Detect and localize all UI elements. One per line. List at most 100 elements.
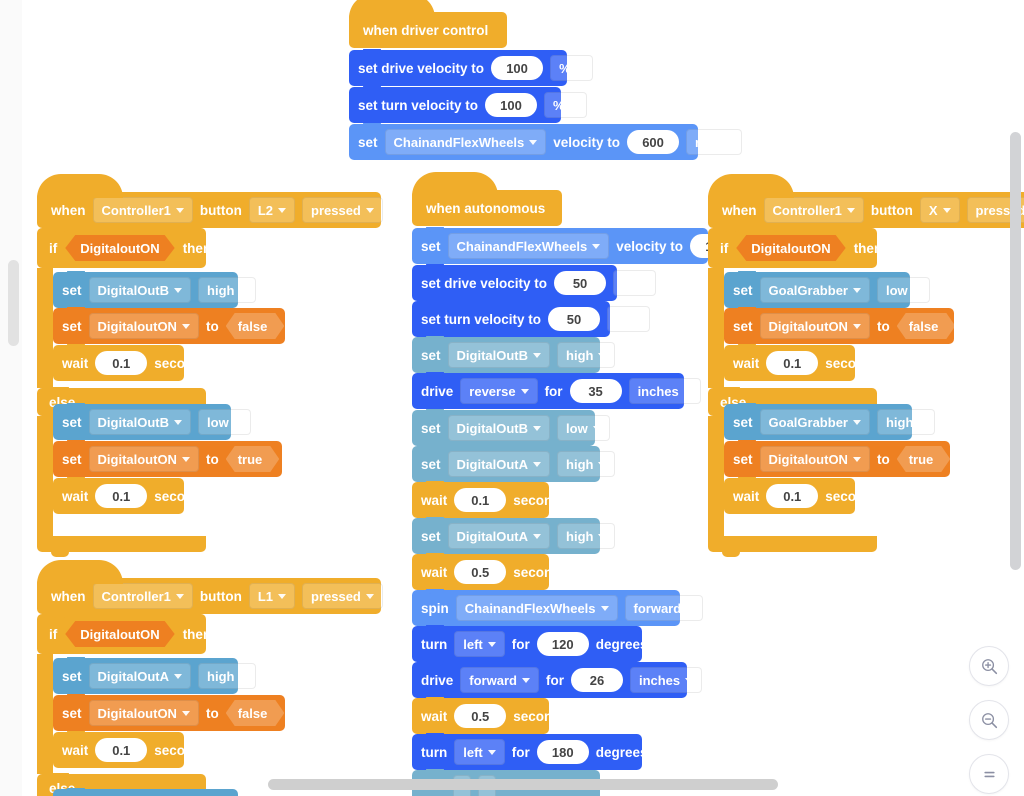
play-arrow-icon[interactable] <box>656 635 670 653</box>
value-input[interactable]: 100 <box>491 56 544 80</box>
block-set-goalgrabber-low[interactable]: set GoalGrabber low <box>724 271 930 308</box>
block-set-digitaloutb-low[interactable]: set DigitalOutB low <box>53 403 251 440</box>
boolean-dropdown[interactable]: true <box>226 446 280 472</box>
block-wait-seconds[interactable]: wait 0.5 seconds <box>412 697 568 734</box>
variable-dropdown[interactable]: DigitaloutON <box>88 313 199 339</box>
value-input[interactable]: 0.1 <box>766 484 819 508</box>
device-dropdown[interactable]: ChainandFlexWheels <box>455 595 618 621</box>
block-if-else-l2[interactable]: if DigitaloutON then else <box>37 227 211 557</box>
unit-dropdown[interactable]: % <box>550 55 593 81</box>
hat-when-driver-control[interactable]: when driver control <box>349 0 507 48</box>
block-set-variable-false[interactable]: set DigitaloutON to false <box>53 307 285 344</box>
value-input[interactable]: 0.5 <box>454 704 507 728</box>
variable-dropdown[interactable]: DigitaloutON <box>88 446 199 472</box>
direction-dropdown[interactable]: left <box>454 739 505 765</box>
value-input[interactable]: 180 <box>536 740 589 764</box>
block-set-turn-velocity[interactable]: set turn velocity to 50 % <box>412 300 650 337</box>
block-wait-seconds[interactable]: wait 0.5 seconds <box>412 553 568 590</box>
zoom-in-button[interactable] <box>969 646 1009 686</box>
value-input[interactable]: 600 <box>627 130 680 154</box>
device-dropdown[interactable]: ChainandFlexWheels <box>384 129 547 155</box>
value-input[interactable]: 50 <box>554 271 607 295</box>
boolean-dropdown[interactable]: false <box>226 700 285 726</box>
value-input[interactable]: 35 <box>569 379 622 403</box>
level-dropdown[interactable]: high <box>198 663 257 689</box>
block-wait-seconds[interactable]: wait 0.1 seconds <box>724 344 880 381</box>
block-if-else-l1[interactable]: if DigitaloutON then else <box>37 613 211 796</box>
value-input[interactable]: 0.1 <box>454 488 507 512</box>
block-set-digitaloutb-high[interactable]: set DigitalOutB high <box>53 271 257 308</box>
if-header[interactable]: if DigitaloutON then <box>708 227 882 268</box>
direction-dropdown[interactable]: left <box>454 631 505 657</box>
level-dropdown[interactable]: low <box>876 277 930 303</box>
port-dropdown[interactable]: GoalGrabber <box>759 277 870 303</box>
hat-when-controller-l2[interactable]: when Controller1 button L2 pressed <box>37 174 383 228</box>
unit-dropdown[interactable]: rpm <box>686 129 742 155</box>
if-header[interactable]: if DigitaloutON then <box>37 613 211 654</box>
condition-variable[interactable]: DigitaloutON <box>65 235 174 261</box>
direction-dropdown[interactable]: forward <box>460 667 539 693</box>
level-dropdown[interactable]: high <box>557 451 616 477</box>
block-set-motor-velocity[interactable]: set ChainandFlexWheels velocity to 600 r… <box>349 123 742 160</box>
block-drive-reverse[interactable]: drive reverse for 35 inches <box>412 372 723 409</box>
value-input[interactable]: 0.1 <box>766 351 819 375</box>
port-dropdown[interactable]: DigitalOutB <box>447 342 551 368</box>
controller-dropdown[interactable]: Controller1 <box>92 583 193 609</box>
value-input[interactable]: 26 <box>570 668 623 692</box>
port-dropdown[interactable]: DigitalOutB <box>447 415 551 441</box>
direction-dropdown[interactable]: reverse <box>460 378 538 404</box>
play-arrow-icon[interactable] <box>711 671 725 689</box>
block-set-digitalouta-high[interactable]: set DigitalOutA high <box>53 657 257 694</box>
block-spin-motor[interactable]: spin ChainandFlexWheels forward <box>412 589 704 626</box>
device-dropdown[interactable]: ChainandFlexWheels <box>447 233 610 259</box>
hat-when-controller-x[interactable]: when Controller1 button X pressed <box>708 174 1024 228</box>
level-dropdown[interactable]: high <box>876 409 936 435</box>
block-if-else-x[interactable]: if DigitaloutON then else <box>708 227 882 557</box>
variable-dropdown[interactable]: DigitaloutON <box>759 313 870 339</box>
block-set-digitaloutb-low[interactable]: set DigitalOutB low <box>412 409 610 446</box>
variable-dropdown[interactable]: DigitaloutON <box>759 446 870 472</box>
block-wait-seconds[interactable]: wait 0.1 seconds <box>53 477 209 514</box>
block-drive-forward-26[interactable]: drive forward for 26 inches <box>412 661 725 698</box>
port-dropdown[interactable]: DigitalOutA <box>447 451 551 477</box>
block-wait-seconds[interactable]: wait 0.1 seconds <box>53 731 209 768</box>
level-dropdown[interactable]: high <box>557 342 616 368</box>
zoom-reset-button[interactable] <box>969 754 1009 794</box>
left-vertical-scrollbar[interactable] <box>8 260 19 346</box>
variable-dropdown[interactable]: DigitaloutON <box>88 700 199 726</box>
value-input[interactable]: 50 <box>548 307 601 331</box>
block-clipped-set-digitalout[interactable] <box>53 788 238 796</box>
boolean-dropdown[interactable]: false <box>897 313 956 339</box>
unit-dropdown[interactable]: % <box>613 270 656 296</box>
block-set-variable-true[interactable]: set DigitaloutON to true <box>724 440 950 477</box>
button-dropdown[interactable]: L1 <box>248 583 296 609</box>
state-dropdown[interactable]: pressed <box>302 197 383 223</box>
unit-dropdown[interactable]: inches <box>628 378 701 404</box>
hat-when-autonomous[interactable]: when autonomous <box>412 172 562 226</box>
value-input[interactable]: 100 <box>485 93 538 117</box>
unit-dropdown[interactable]: % <box>607 306 650 332</box>
port-dropdown[interactable]: DigitalOutB <box>88 277 192 303</box>
level-dropdown[interactable]: high <box>198 277 257 303</box>
block-set-digitaloutb-high[interactable]: set DigitalOutB high <box>412 336 616 373</box>
level-dropdown[interactable]: low <box>557 415 610 441</box>
block-set-drive-velocity[interactable]: set drive velocity to 50 % <box>412 264 656 301</box>
zoom-out-button[interactable] <box>969 700 1009 740</box>
block-wait-seconds[interactable]: wait 0.1 seconds <box>53 344 209 381</box>
block-set-turn-velocity[interactable]: set turn velocity to 100 % <box>349 86 587 123</box>
port-dropdown[interactable]: DigitalOutA <box>447 523 551 549</box>
block-turn-left-180[interactable]: turn left for 180 degrees <box>412 733 670 770</box>
condition-variable[interactable]: DigitaloutON <box>736 235 845 261</box>
button-dropdown[interactable]: L2 <box>248 197 296 223</box>
play-arrow-icon[interactable] <box>656 743 670 761</box>
right-vertical-scrollbar[interactable] <box>1010 132 1021 570</box>
horizontal-scrollbar[interactable] <box>268 779 778 790</box>
block-wait-seconds[interactable]: wait 0.1 seconds <box>724 477 880 514</box>
block-set-variable-false[interactable]: set DigitaloutON to false <box>724 307 956 344</box>
block-set-digitalouta-high[interactable]: set DigitalOutA high <box>412 445 616 482</box>
value-input[interactable]: 0.1 <box>95 484 148 508</box>
unit-dropdown[interactable]: % <box>544 92 587 118</box>
controller-dropdown[interactable]: Controller1 <box>92 197 193 223</box>
port-dropdown[interactable]: DigitalOutB <box>88 409 192 435</box>
